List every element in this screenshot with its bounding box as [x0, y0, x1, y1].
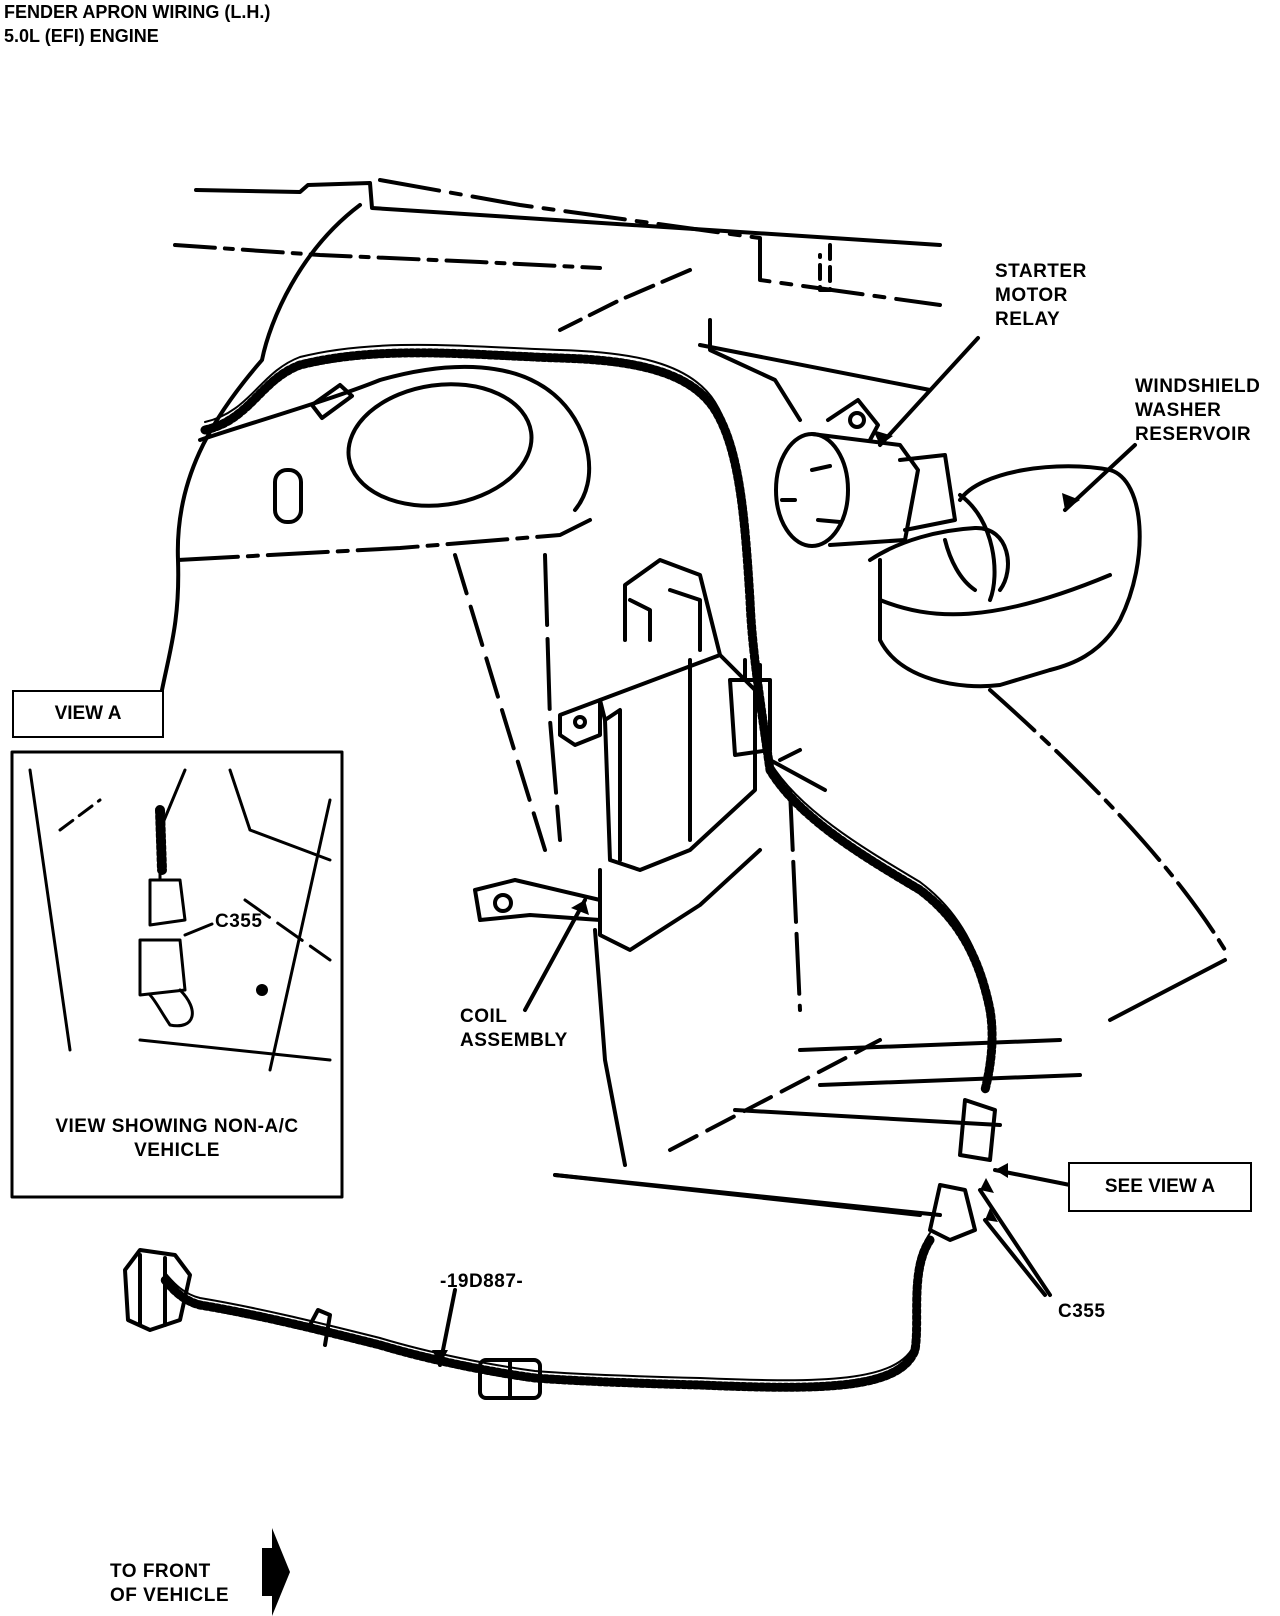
view-a-text: VIEW A — [54, 703, 122, 724]
apron-upper-edge — [558, 268, 692, 332]
floor-line-3 — [818, 1073, 1082, 1087]
inset-caption-line1: VIEW SHOWING NON-A/C — [55, 1116, 299, 1137]
c355-arrowhead-2 — [980, 1178, 994, 1193]
front-arrow-leader — [553, 1173, 942, 1217]
harness-lower — [160, 1235, 935, 1392]
apron-slot-1 — [310, 383, 354, 420]
apron-inner-ledge — [176, 518, 592, 562]
apron-top-surface — [698, 343, 932, 392]
c355-leader-2 — [978, 1188, 1052, 1297]
diagram-title-line1: FENDER APRON WIRING (L.H.) — [4, 2, 271, 22]
apron-hole — [346, 382, 534, 508]
starter-label-line2: MOTOR — [995, 285, 1068, 306]
reservoir-label-line1: WINDSHIELD — [1135, 376, 1261, 397]
inset-c355-leader — [183, 922, 214, 937]
starter-relay-drawing — [774, 398, 957, 548]
starter-motor-relay-label: STARTER MOTOR RELAY — [995, 260, 1087, 332]
part-number-label: -19D887- — [440, 1271, 524, 1292]
c355-inset-label: C355 — [215, 911, 263, 932]
starter-label-line3: RELAY — [995, 309, 1061, 330]
harness-end-connector — [123, 1248, 192, 1332]
starter-relay-arrowhead — [873, 430, 893, 445]
inset-line-2 — [58, 798, 102, 832]
front-arrow-icon — [262, 1528, 290, 1616]
inset-connector — [148, 878, 187, 927]
see-view-a-box: SEE VIEW A — [1068, 1162, 1252, 1212]
reservoir-label-line3: RESERVOIR — [1135, 424, 1252, 445]
inset-caption-line2: VEHICLE — [134, 1140, 220, 1161]
coil-arrowhead — [571, 900, 589, 915]
harness-lower-outline — [164, 1232, 931, 1382]
harness-clip — [308, 1308, 332, 1347]
inset-wire — [148, 988, 194, 1028]
see-view-a-text: SEE VIEW A — [1104, 1176, 1216, 1197]
inset-frame — [10, 750, 344, 1199]
upper-connector — [958, 1098, 997, 1162]
diagram-title-line2: 5.0L (EFI) ENGINE — [4, 26, 159, 46]
structure-line-4 — [788, 788, 802, 1012]
inset-caption: VIEW SHOWING NON-A/C VEHICLE — [22, 1115, 332, 1163]
structure-dash-2 — [543, 553, 562, 842]
inset-line-5 — [243, 898, 332, 962]
c355-arrowhead-1 — [985, 1208, 998, 1222]
front-label-line1: TO FRONT — [110, 1561, 211, 1582]
fender-top-line — [194, 181, 942, 247]
structure-line-3 — [593, 928, 627, 1167]
apron-right-edge — [708, 318, 802, 422]
front-of-vehicle-label: TO FRONT OF VEHICLE — [110, 1560, 229, 1608]
c355-leader-1 — [983, 1218, 1047, 1297]
apron-outline — [160, 203, 362, 692]
fender-dashed-edge — [378, 178, 942, 307]
view-a-box: VIEW A — [12, 690, 164, 738]
diagram-title: FENDER APRON WIRING (L.H.) 5.0L (EFI) EN… — [4, 0, 270, 48]
inset-line-4 — [228, 768, 332, 862]
starter-label-line1: STARTER — [995, 261, 1087, 282]
harness-upper-outline — [204, 343, 994, 1083]
washer-reservoir-drawing — [868, 464, 1142, 689]
inset-line-7 — [268, 798, 332, 1072]
apron-curve — [198, 364, 592, 512]
floor-line-6 — [1108, 958, 1227, 1022]
inset-harness — [155, 805, 167, 875]
part-number-arrowhead — [432, 1350, 448, 1365]
coil-assembly-leader — [523, 898, 587, 1012]
lower-connector — [928, 1183, 977, 1242]
see-view-a-arrowhead — [995, 1163, 1008, 1178]
fender-cowl-line — [173, 243, 602, 270]
coil-assembly-drawing — [473, 558, 827, 952]
reservoir-shadow-curve — [988, 688, 1227, 952]
washer-reservoir-label: WINDSHIELD WASHER RESERVOIR — [1135, 375, 1260, 447]
inset-line-6 — [138, 1038, 332, 1062]
inset-connector-body — [138, 938, 187, 997]
reservoir-label-line2: WASHER — [1135, 400, 1222, 421]
floor-line-4 — [668, 1038, 882, 1152]
fender-step — [818, 243, 832, 292]
inset-line-1 — [28, 768, 72, 1052]
starter-relay-leader — [878, 336, 980, 447]
c355-main-label: C355 — [1058, 1301, 1106, 1322]
structure-dash-1 — [453, 553, 547, 852]
coil-label-line2: ASSEMBLY — [460, 1030, 568, 1051]
reservoir-arrowhead — [1062, 493, 1080, 510]
front-label-line2: OF VEHICLE — [110, 1585, 230, 1606]
floor-line-2 — [733, 1108, 1002, 1127]
inset-stud — [256, 984, 268, 996]
apron-slot-2 — [273, 468, 303, 524]
floor-line-5 — [798, 1038, 1062, 1052]
coil-assembly-label: COIL ASSEMBLY — [460, 1005, 568, 1053]
coil-label-line1: COIL — [460, 1006, 508, 1027]
